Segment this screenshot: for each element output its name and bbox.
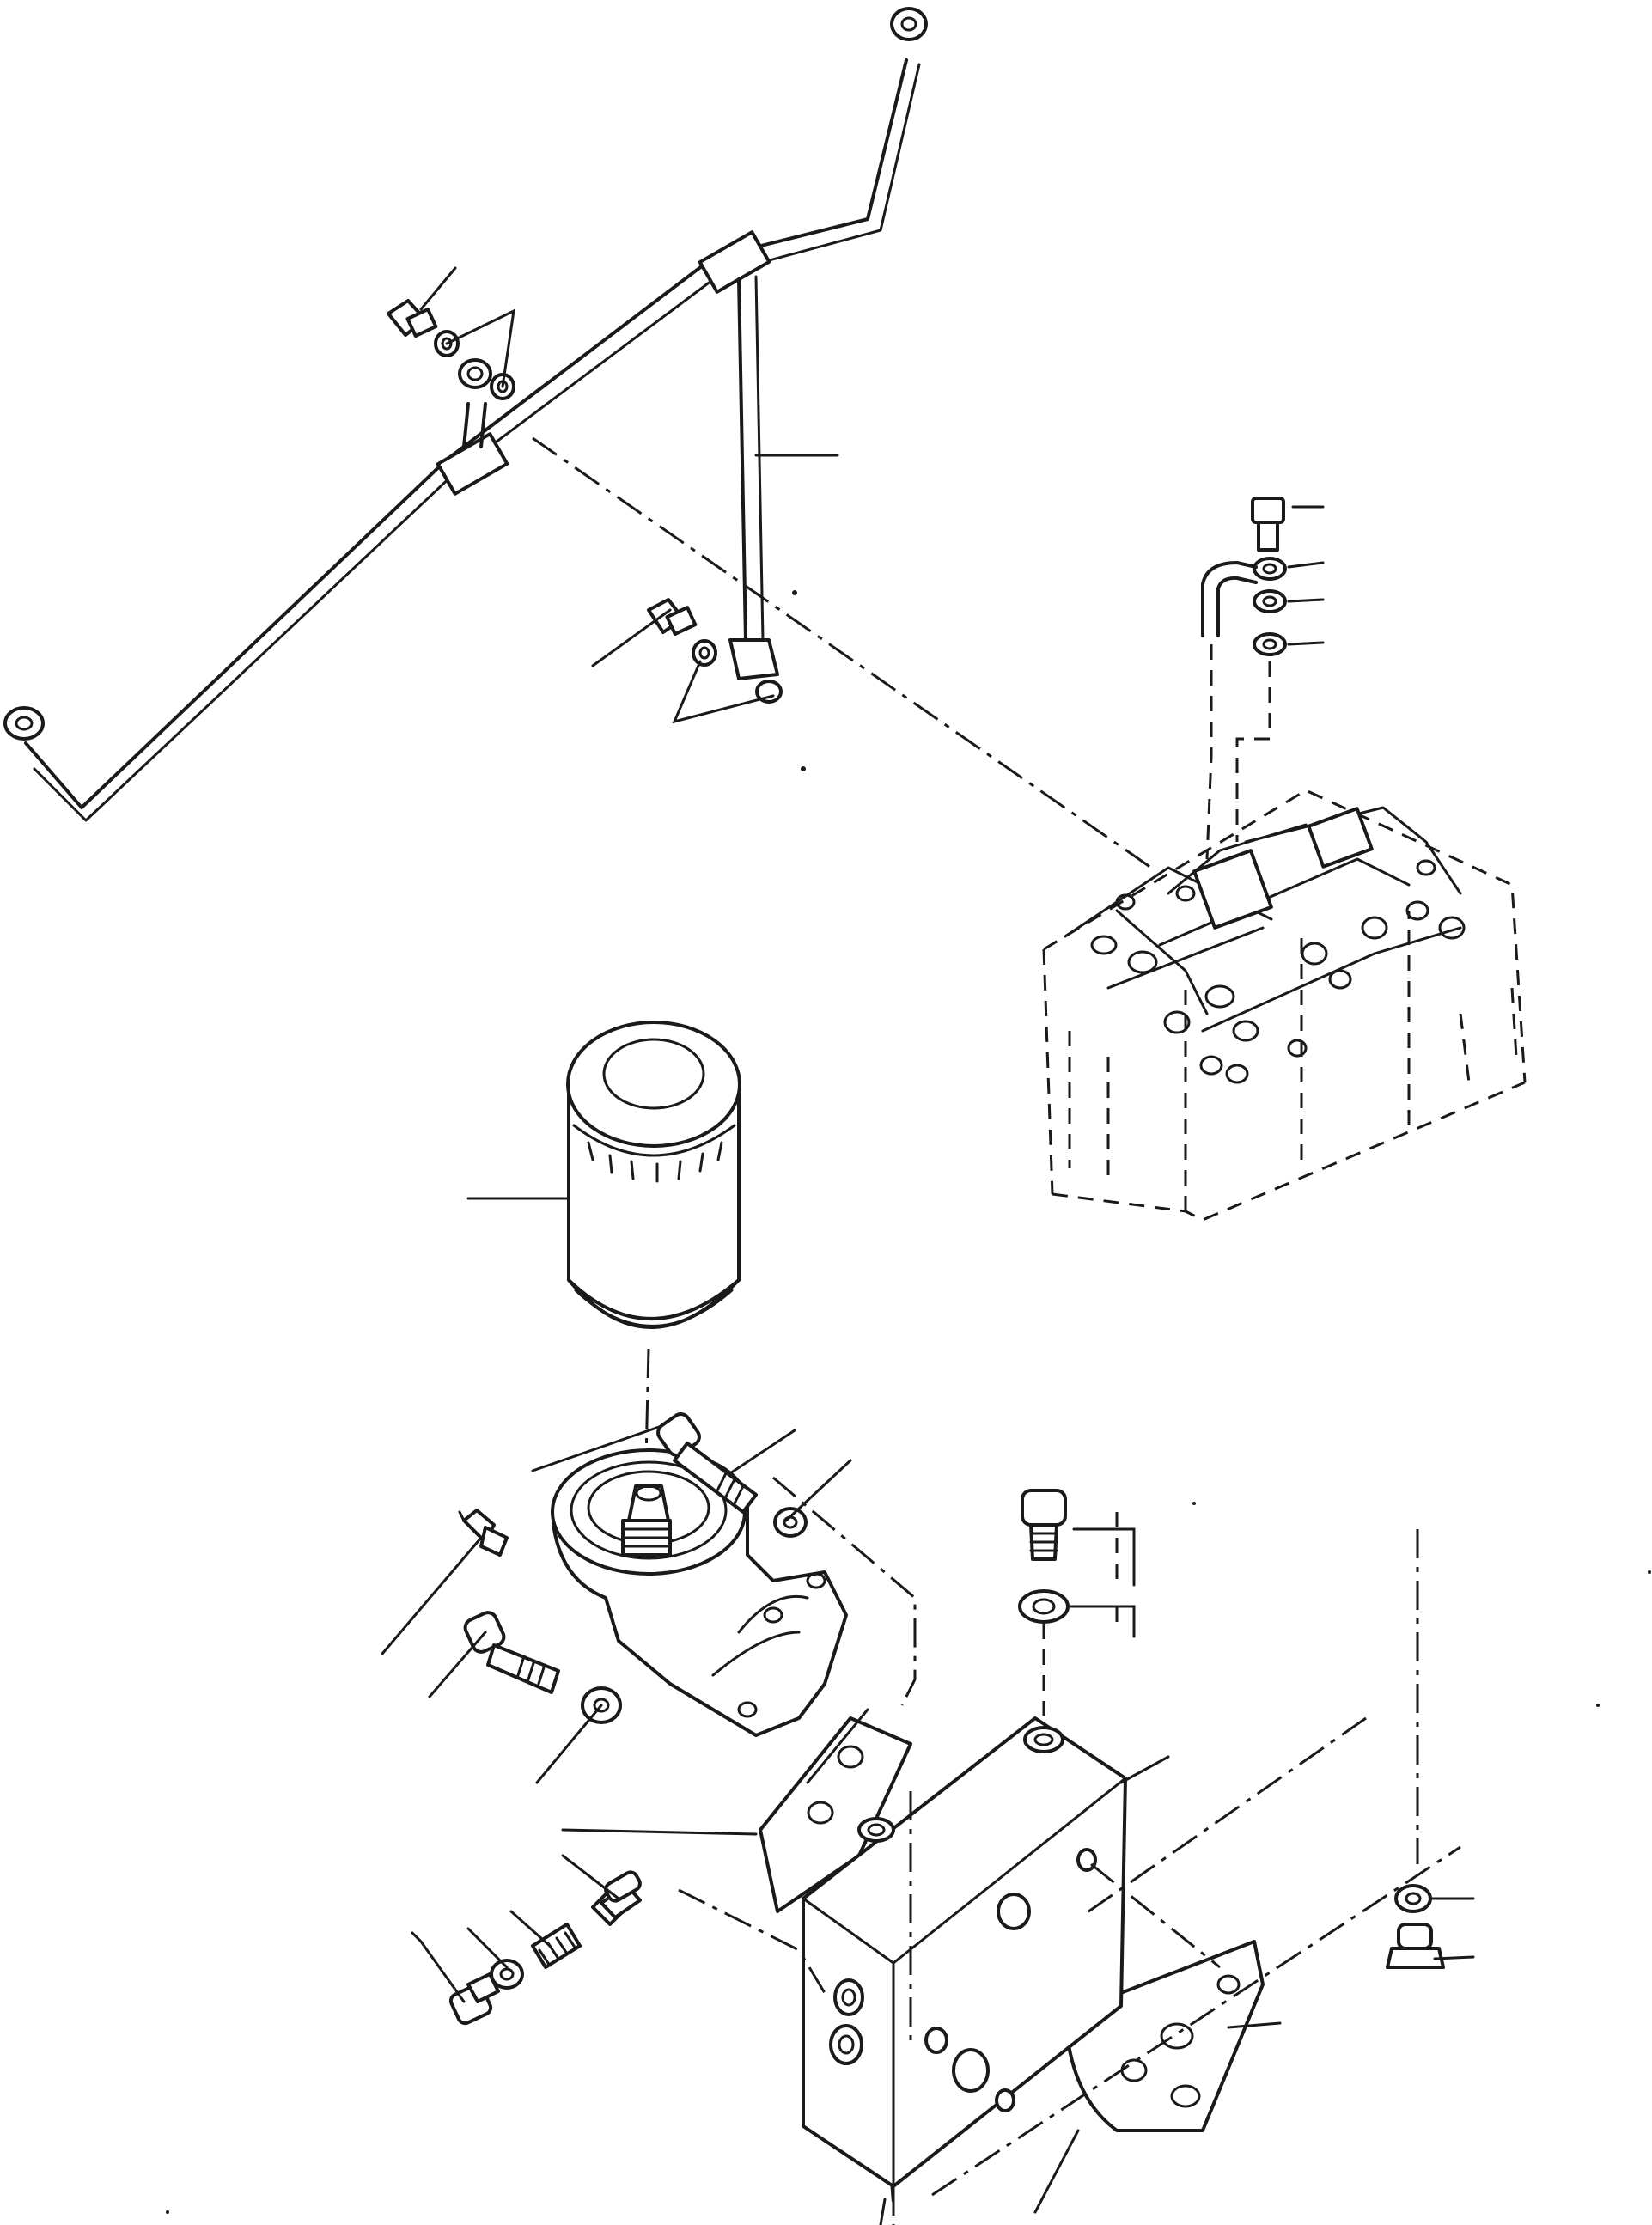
leader-line bbox=[806, 1708, 869, 1784]
plain-washer bbox=[773, 1507, 808, 1538]
banjo-fitting-top bbox=[890, 7, 928, 41]
leader-lines bbox=[381, 266, 1475, 2225]
washer bbox=[1253, 557, 1287, 581]
filter-head bbox=[551, 1448, 848, 1737]
leader-line bbox=[1433, 1955, 1475, 1960]
cylinder-head-fittings bbox=[1201, 497, 1287, 860]
oil-pressure-sender bbox=[458, 1509, 509, 1557]
banjo-fitting-left bbox=[3, 706, 45, 741]
leader-line bbox=[509, 1910, 552, 1948]
leader-line bbox=[728, 1429, 796, 1475]
leader-line bbox=[561, 1828, 758, 1836]
valve-block bbox=[802, 1716, 1127, 2188]
relief-valve-parts bbox=[448, 1870, 642, 2026]
centerlines bbox=[532, 436, 1461, 2225]
tee-fitting-upper bbox=[698, 230, 771, 294]
port-front bbox=[857, 1817, 895, 1843]
leader-line bbox=[428, 1631, 487, 1698]
banjo-bolt-upper bbox=[387, 299, 515, 400]
oil-pipe-assembly bbox=[3, 7, 928, 822]
oil-filter-cartridge bbox=[566, 1021, 741, 1329]
leader-line bbox=[591, 608, 672, 668]
drain-plug-lower bbox=[1386, 1923, 1445, 1969]
leader-line bbox=[1287, 641, 1325, 646]
banjo-bolt-middle bbox=[647, 598, 717, 667]
leader-line bbox=[535, 1704, 603, 1784]
gasket-upper bbox=[759, 1716, 912, 1913]
washer bbox=[1253, 632, 1287, 656]
sealing-washer bbox=[1018, 1589, 1070, 1624]
leader-line bbox=[411, 1931, 466, 2003]
filter-top bbox=[566, 1021, 741, 1148]
leader-line bbox=[381, 1536, 483, 1655]
leader-line bbox=[1287, 561, 1325, 569]
leader-line bbox=[784, 1459, 852, 1522]
leader-line bbox=[561, 1854, 620, 1900]
leader-line bbox=[419, 266, 457, 311]
leader-line bbox=[1287, 598, 1325, 603]
main-oil-pipe bbox=[24, 58, 908, 809]
leader-line bbox=[879, 2198, 887, 2225]
leader-line bbox=[1227, 2021, 1282, 2029]
hex-bolt-top bbox=[1251, 497, 1285, 524]
port-top bbox=[1023, 1726, 1064, 1753]
centerline-filter bbox=[644, 1348, 650, 1461]
tee-fitting-lower bbox=[436, 432, 509, 496]
sealing-washer bbox=[1394, 1884, 1432, 1913]
leader-line bbox=[1072, 1527, 1136, 1587]
leader-line bbox=[445, 308, 515, 388]
branch-oil-pipe bbox=[737, 277, 747, 642]
leader-line bbox=[1119, 1755, 1170, 1784]
mounting-bolt bbox=[463, 1611, 560, 1694]
leader-line bbox=[1033, 2129, 1080, 2214]
drain-plug-upper bbox=[1021, 1489, 1067, 1561]
scan-specks bbox=[166, 590, 1651, 2214]
filter-head-bolt bbox=[656, 1412, 758, 1514]
leader-line bbox=[466, 1927, 509, 1969]
leader-line bbox=[1068, 1605, 1136, 1638]
sealing-washer bbox=[692, 639, 717, 667]
washer bbox=[1253, 589, 1287, 613]
cylinder-head bbox=[1042, 789, 1527, 1222]
bent-pipe bbox=[1201, 561, 1258, 637]
leader-line bbox=[672, 660, 775, 724]
leader-line bbox=[531, 1424, 663, 1472]
